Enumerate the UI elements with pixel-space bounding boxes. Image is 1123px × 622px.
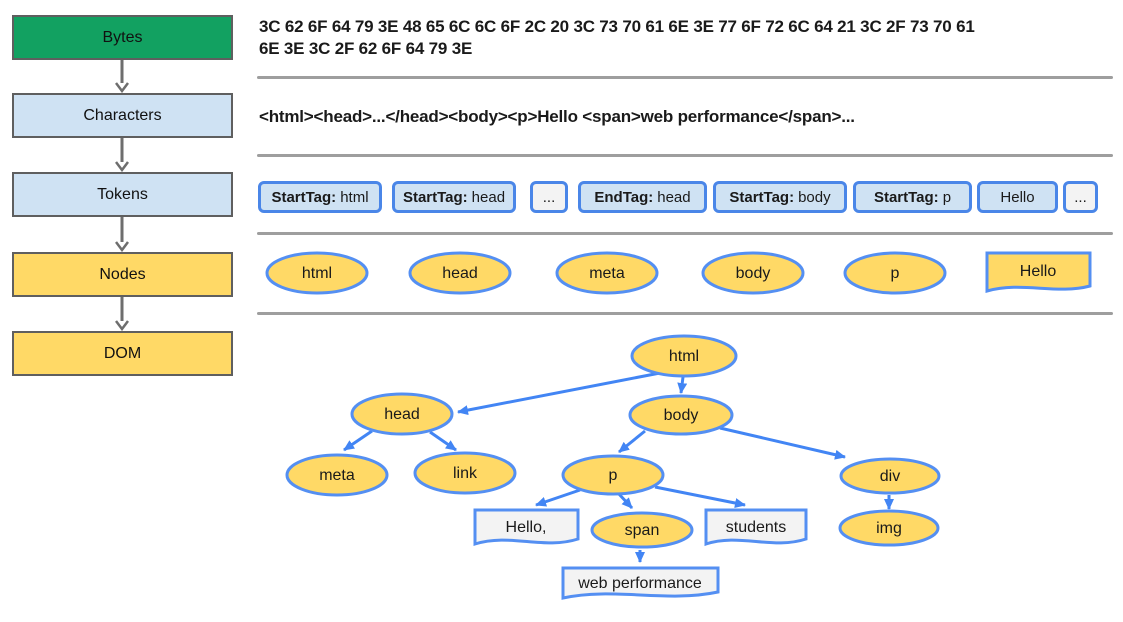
- edge-html-head: [457, 371, 661, 416]
- node-head-label: head: [442, 265, 478, 282]
- stage-nodes: Nodes: [12, 252, 233, 297]
- dom-node-body-label: body: [664, 407, 699, 424]
- dom-textnode-webperf: [561, 566, 720, 600]
- dom-textnode-students-label: students: [726, 519, 786, 536]
- node-head: [408, 251, 512, 295]
- dom-node-head: [350, 392, 454, 436]
- token-text-hello: Hello: [977, 181, 1058, 213]
- token-starttag-html: StartTag: html: [258, 181, 382, 213]
- token-ellipsis: ...: [1063, 181, 1098, 213]
- token-value: body: [798, 188, 831, 206]
- token-value: ...: [1074, 188, 1087, 206]
- dom-node-div: [839, 457, 941, 495]
- dom-node-link-label: link: [453, 465, 478, 482]
- flow-arrow-icon: [115, 60, 129, 93]
- dom-textnode-webperf-label: web performance: [577, 575, 702, 592]
- stage-nodes-label: Nodes: [99, 265, 146, 283]
- bytes-hex-text: 3C 62 6F 64 79 3E 48 65 6C 6C 6F 2C 20 3…: [259, 16, 1059, 60]
- dom-node-link: [413, 451, 517, 495]
- token-value: ...: [542, 188, 556, 206]
- node-p-label: p: [891, 265, 900, 282]
- edge-html-body: [677, 376, 688, 394]
- node-p: [843, 251, 947, 295]
- dom-node-meta-label: meta: [319, 467, 355, 484]
- stage-tokens-label: Tokens: [97, 185, 148, 203]
- token-value: p: [942, 188, 952, 206]
- row-divider: [257, 76, 1113, 79]
- dom-node-p-label: p: [609, 467, 618, 484]
- token-type: StartTag:: [873, 188, 939, 206]
- flow-arrow-icon: [115, 297, 129, 331]
- dom-node-p: [561, 454, 665, 496]
- flow-arrow-icon: [115, 217, 129, 252]
- dom-node-img-label: img: [876, 520, 902, 537]
- node-meta-label: meta: [589, 265, 625, 282]
- row-divider: [257, 312, 1113, 315]
- edge-p-students: [654, 485, 746, 508]
- token-value: Hello: [1000, 188, 1035, 206]
- characters-text: <html><head>...</head><body><p>Hello <sp…: [259, 107, 855, 126]
- token-value: html: [340, 188, 369, 206]
- bytes-hex-line-1: 3C 62 6F 64 79 3E 48 65 6C 6C 6F 2C 20 3…: [259, 17, 975, 36]
- token-starttag-body: StartTag: body: [713, 181, 847, 213]
- stage-characters-label: Characters: [83, 106, 162, 124]
- dom-node-meta: [285, 453, 389, 497]
- dom-node-head-label: head: [384, 406, 420, 423]
- textnode-hello-label: Hello: [1020, 263, 1057, 280]
- node-meta: [555, 251, 659, 295]
- stage-dom: DOM: [12, 331, 233, 376]
- token-ellipsis: ...: [530, 181, 568, 213]
- node-html: [265, 251, 369, 295]
- token-starttag-p: StartTag: p: [853, 181, 972, 213]
- row-divider: [257, 232, 1113, 235]
- node-body-label: body: [736, 265, 771, 282]
- stage-dom-label: DOM: [103, 344, 142, 362]
- dom-node-span-label: span: [625, 522, 660, 539]
- edge-p-hello: [535, 488, 581, 507]
- dom-node-body: [628, 394, 734, 436]
- token-type: StartTag:: [271, 188, 337, 206]
- dom-textnode-hello: [473, 508, 580, 547]
- token-endtag-head: EndTag: head: [578, 181, 707, 213]
- bytes-hex-line-2: 6E 3E 3C 2F 62 6F 64 79 3E: [259, 39, 473, 58]
- dom-textnode-hello-label: Hello,: [506, 519, 547, 536]
- dom-node-span: [590, 511, 694, 549]
- stage-bytes-label: Bytes: [102, 28, 143, 46]
- stage-characters: Characters: [12, 93, 233, 138]
- token-type: EndTag:: [594, 188, 654, 206]
- token-type: StartTag:: [729, 188, 795, 206]
- flow-arrow-icon: [115, 138, 129, 172]
- dom-textnode-students: [704, 508, 808, 547]
- edge-p-span: [616, 491, 634, 510]
- dom-node-html-label: html: [669, 348, 699, 365]
- token-value: head: [657, 188, 691, 206]
- edge-body-div: [719, 426, 846, 460]
- dom-node-div-label: div: [880, 468, 900, 485]
- edge-head-link: [429, 430, 457, 452]
- edge-head-meta: [343, 429, 373, 452]
- dom-node-html: [630, 334, 738, 378]
- row-divider: [257, 154, 1113, 157]
- stage-tokens: Tokens: [12, 172, 233, 217]
- stage-bytes: Bytes: [12, 15, 233, 60]
- dom-node-img: [838, 509, 940, 547]
- edge-body-p: [618, 429, 646, 454]
- token-value: head: [471, 188, 506, 206]
- token-starttag-head: StartTag: head: [392, 181, 516, 213]
- node-body: [701, 251, 805, 295]
- textnode-hello: [985, 251, 1092, 293]
- token-type: StartTag:: [402, 188, 468, 206]
- node-html-label: html: [302, 265, 332, 282]
